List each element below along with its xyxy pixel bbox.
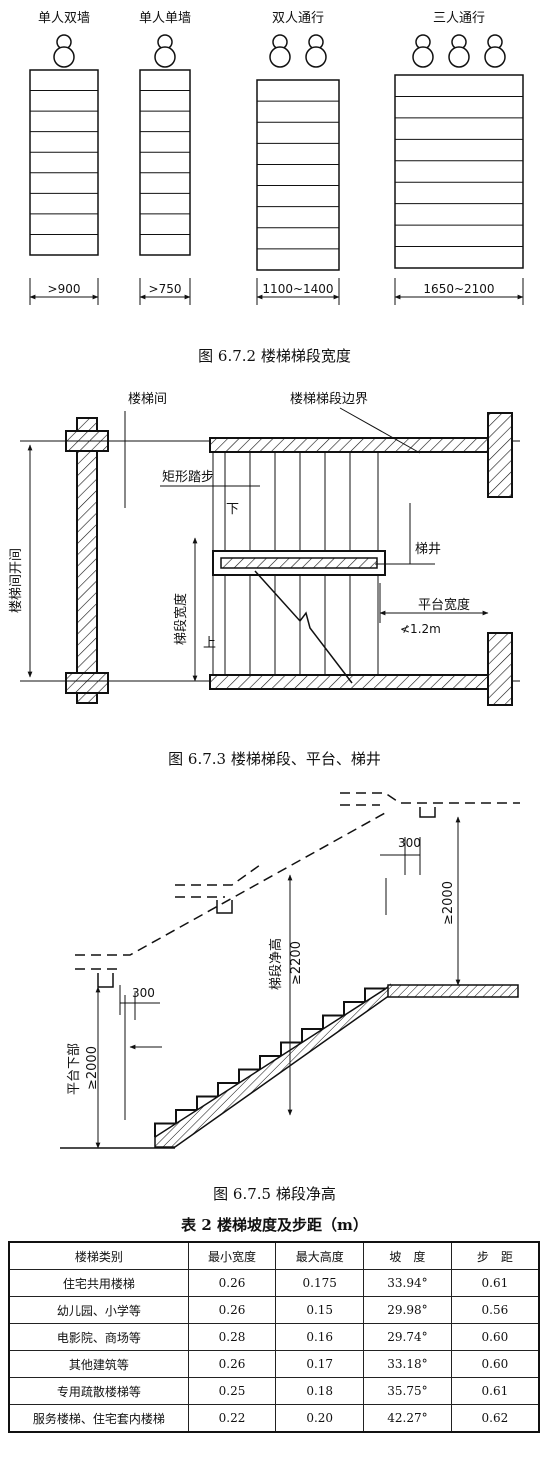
upper-landing bbox=[387, 984, 519, 998]
panel-dim: >750 bbox=[149, 282, 182, 296]
table-cell: 0.175 bbox=[275, 1269, 365, 1297]
label-well: 梯井 bbox=[415, 542, 441, 557]
fig3-caption: 图 6.7.5 梯段净高 bbox=[213, 1185, 336, 1203]
dim-300-top: 300 bbox=[398, 836, 421, 850]
table-header-cell: 坡 度 bbox=[363, 1241, 452, 1270]
table-cell: 专用疏散楼梯等 bbox=[7, 1377, 189, 1405]
person-body-icon bbox=[484, 46, 506, 68]
person-body-icon bbox=[305, 46, 327, 68]
flight-clear-value: ≥2200 bbox=[289, 941, 304, 985]
person-body-icon bbox=[269, 46, 291, 68]
panel-dim: 1100~1400 bbox=[262, 282, 333, 296]
table-cell: 0.22 bbox=[187, 1404, 277, 1433]
fig2-caption: 图 6.7.3 楼梯梯段、平台、梯井 bbox=[168, 750, 381, 768]
label-flight-width: 梯段宽度 bbox=[173, 593, 189, 645]
clear-height-figure: 300 300 ≥2000 梯段净高 ≥2200 平台下部 ≥2000 bbox=[60, 792, 520, 1149]
label-landing-min: ≮1.2m bbox=[400, 622, 441, 636]
table-cell: 0.28 bbox=[187, 1323, 277, 1351]
label-rect-tread: 矩形踏步 bbox=[162, 470, 214, 485]
stair-plan-figure: 楼梯间 楼梯梯段边界 矩形踏步 下 梯井 平台宽度 ≮1.2m 上 梯段宽度 楼… bbox=[9, 392, 520, 706]
stair-width-figure: 单人双墙 >900 单人单墙 >750 双人通行 1100~1400 三人通行 1650~21… bbox=[29, 11, 524, 305]
table-cell: 33.18° bbox=[363, 1350, 452, 1378]
panel-dim: >900 bbox=[48, 282, 81, 296]
flight-clear-name: 梯段净高 bbox=[268, 938, 284, 990]
right-wall bbox=[487, 412, 513, 706]
table-cell: 0.17 bbox=[275, 1350, 365, 1378]
table-cell: 29.74° bbox=[363, 1323, 452, 1351]
stair-well bbox=[212, 550, 386, 576]
table-cell: 0.25 bbox=[187, 1377, 277, 1405]
dim-2000-right: ≥2000 bbox=[441, 881, 456, 925]
table-cell: 0.26 bbox=[187, 1269, 277, 1297]
table-cell: 住宅共用楼梯 bbox=[7, 1269, 189, 1297]
table-cell: 35.75° bbox=[363, 1377, 452, 1405]
table-cell: 0.62 bbox=[450, 1404, 540, 1433]
table-header-cell: 最小宽度 bbox=[187, 1241, 277, 1270]
fig1-caption: 图 6.7.2 楼梯梯段宽度 bbox=[198, 347, 351, 365]
panel-label: 三人通行 bbox=[433, 11, 485, 26]
table-cell: 服务楼梯、住宅套内楼梯 bbox=[7, 1404, 189, 1433]
upper-flight-dashed bbox=[75, 792, 520, 970]
stair-slab bbox=[154, 983, 391, 1148]
table-cell: 0.26 bbox=[187, 1296, 277, 1324]
table-cell: 0.61 bbox=[450, 1377, 540, 1405]
stair-panel: 单人单墙 >750 bbox=[139, 11, 191, 305]
table-title: 表 2 楼梯坡度及步距（m） bbox=[181, 1216, 368, 1234]
person-body-icon bbox=[53, 46, 75, 68]
stair-panel: 三人通行 1650~2100 bbox=[394, 11, 524, 305]
table-cell: 0.26 bbox=[187, 1350, 277, 1378]
panel-label: 单人单墙 bbox=[139, 11, 191, 26]
table-cell: 0.16 bbox=[275, 1323, 365, 1351]
table-header-cell: 步 距 bbox=[450, 1241, 540, 1270]
label-stairwell: 楼梯间 bbox=[128, 392, 167, 407]
table-cell: 幼儿园、小学等 bbox=[7, 1296, 189, 1324]
table-header-cell: 最大高度 bbox=[275, 1241, 365, 1270]
table-cell: 33.94° bbox=[363, 1269, 452, 1297]
panel-dim: 1650~2100 bbox=[423, 282, 494, 296]
table-cell: 电影院、商场等 bbox=[7, 1323, 189, 1351]
person-body-icon bbox=[448, 46, 470, 68]
dim-300-bottom: 300 bbox=[132, 986, 155, 1000]
table-cell: 29.98° bbox=[363, 1296, 452, 1324]
table-cell: 其他建筑等 bbox=[7, 1350, 189, 1378]
person-body-icon bbox=[154, 46, 176, 68]
bottom-wall bbox=[209, 674, 501, 690]
table-cell: 0.56 bbox=[450, 1296, 540, 1324]
label-landing-width: 平台宽度 bbox=[418, 597, 470, 613]
table-header-cell: 楼梯类别 bbox=[7, 1241, 189, 1270]
break-line bbox=[254, 570, 353, 684]
top-wall bbox=[209, 437, 501, 453]
panel-label: 单人双墙 bbox=[38, 11, 90, 26]
landing-under-value: ≥2000 bbox=[85, 1046, 100, 1090]
table-cell: 0.15 bbox=[275, 1296, 365, 1324]
label-up: 上 bbox=[203, 636, 216, 651]
person-body-icon bbox=[412, 46, 434, 68]
table-cell: 0.60 bbox=[450, 1323, 540, 1351]
table-cell: 0.20 bbox=[275, 1404, 365, 1433]
table-cell: 42.27° bbox=[363, 1404, 452, 1433]
stair-panel: 双人通行 1100~1400 bbox=[256, 11, 340, 305]
label-bay: 楼梯间开间 bbox=[9, 548, 24, 613]
stair-profile bbox=[154, 987, 386, 1137]
landing-under-name: 平台下部 bbox=[67, 1043, 82, 1095]
left-wall bbox=[65, 417, 109, 704]
panel-label: 双人通行 bbox=[272, 11, 324, 26]
label-flight-edge: 楼梯梯段边界 bbox=[290, 392, 368, 407]
label-down: 下 bbox=[226, 502, 239, 517]
stair-panel: 单人双墙 >900 bbox=[29, 11, 99, 305]
table-cell: 0.61 bbox=[450, 1269, 540, 1297]
table-cell: 0.60 bbox=[450, 1350, 540, 1378]
table-cell: 0.18 bbox=[275, 1377, 365, 1405]
